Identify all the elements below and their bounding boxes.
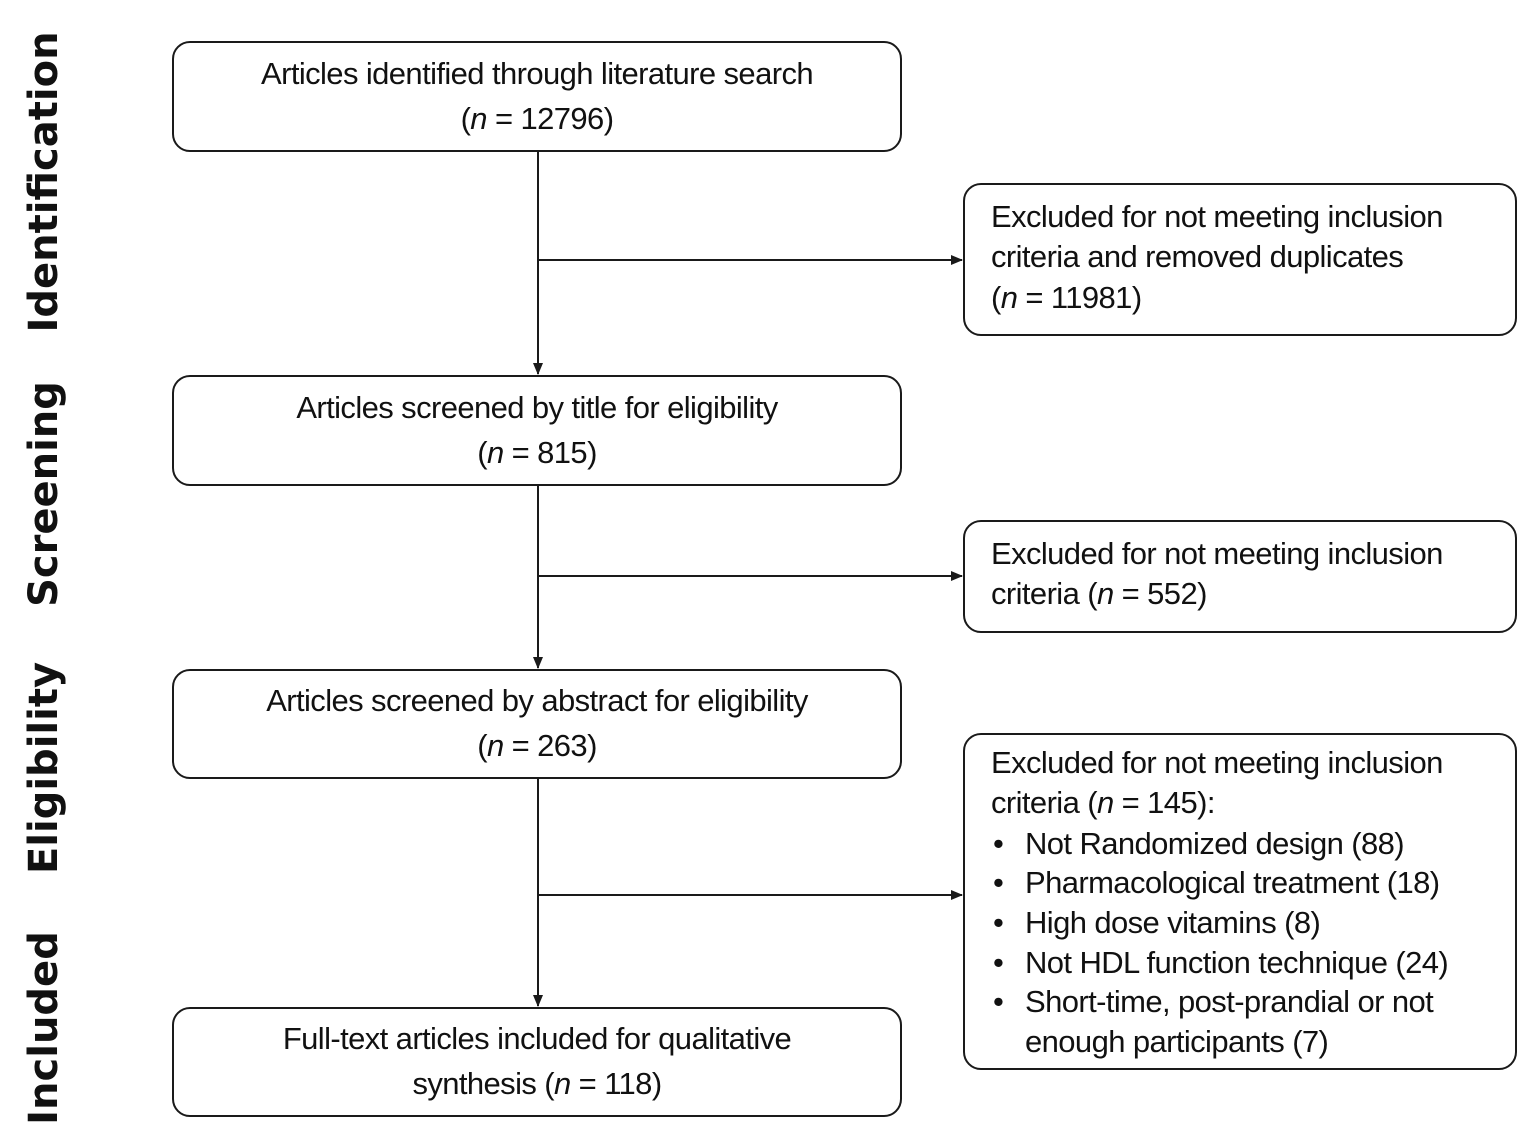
box-text: Full-text articles included for qualitat… bbox=[282, 1021, 792, 1057]
box-count: (n = 12796) bbox=[460, 100, 614, 136]
box-text: Excluded for not meeting inclusion bbox=[991, 536, 1443, 571]
bullet-icon: • bbox=[993, 944, 1004, 980]
box-count: (n = 263) bbox=[477, 728, 597, 763]
box-text: Articles screened by title for eligibili… bbox=[296, 389, 778, 425]
box-count: (n = 11981) bbox=[991, 279, 1142, 315]
box-screened-abstract: Articles screened by abstract for eligib… bbox=[172, 669, 902, 779]
box-count: criteria (n = 552) bbox=[991, 576, 1207, 612]
box-count: synthesis (n = 118) bbox=[412, 1066, 662, 1101]
box-text: criteria and removed duplicates bbox=[991, 239, 1404, 275]
bullet-icon: • bbox=[993, 984, 1004, 1020]
box-text: Excluded for not meeting inclusion bbox=[991, 199, 1443, 234]
list-item: •Not HDL function technique (24) bbox=[991, 943, 1497, 983]
box-excluded-abstract: Excluded for not meeting inclusion crite… bbox=[963, 733, 1517, 1070]
list-item: •Not Randomized design (88) bbox=[991, 824, 1497, 864]
box-text: Excluded for not meeting inclusion bbox=[991, 745, 1443, 780]
box-articles-identified: Articles identified through literature s… bbox=[172, 41, 902, 152]
box-text: Articles screened by abstract for eligib… bbox=[266, 683, 808, 719]
list-item: •Pharmacological treatment (18) bbox=[991, 863, 1497, 903]
box-count: (n = 815) bbox=[477, 434, 597, 470]
box-excluded-title: Excluded for not meeting inclusion crite… bbox=[963, 520, 1517, 633]
box-included: Full-text articles included for qualitat… bbox=[172, 1007, 902, 1117]
bullet-icon: • bbox=[993, 825, 1004, 861]
box-count: criteria (n = 145): bbox=[991, 785, 1215, 821]
list-item: •Short-time, post-prandial or not enough… bbox=[993, 984, 1434, 1059]
box-text: Articles identified through literature s… bbox=[261, 55, 814, 91]
bullet-icon: • bbox=[993, 904, 1004, 940]
bullet-icon: • bbox=[993, 865, 1004, 901]
list-item: •High dose vitamins (8) bbox=[991, 903, 1497, 943]
exclusion-reasons-list: •Not Randomized design (88) •Pharmacolog… bbox=[991, 824, 1497, 1062]
box-screened-title: Articles screened by title for eligibili… bbox=[172, 375, 902, 486]
box-excluded-duplicates: Excluded for not meeting inclusion crite… bbox=[963, 183, 1517, 336]
